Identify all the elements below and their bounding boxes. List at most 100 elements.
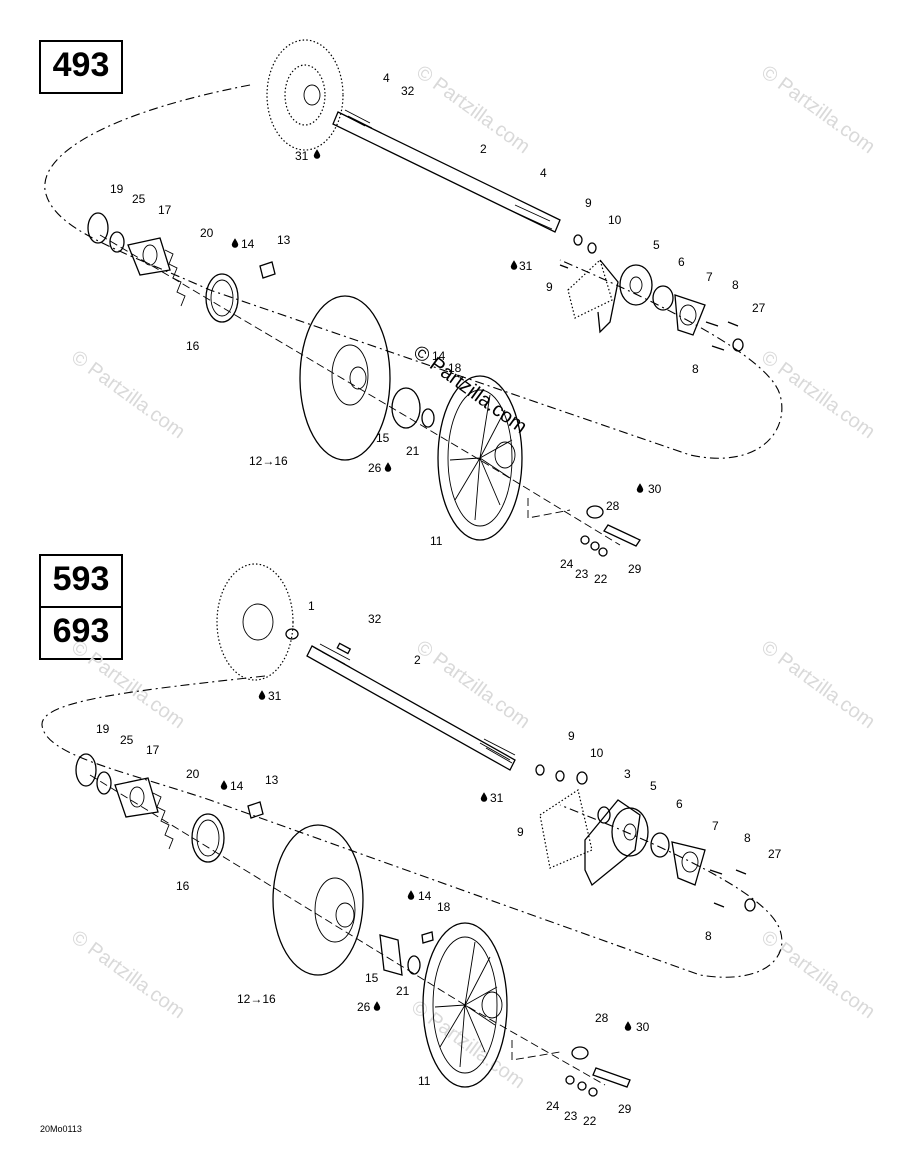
part-label: 18 bbox=[437, 900, 451, 914]
centerline bbox=[89, 774, 606, 1086]
part-label: 14 bbox=[230, 779, 244, 793]
part-label: 14 bbox=[418, 889, 432, 903]
drive-shaft bbox=[306, 642, 516, 771]
part-label: 5 bbox=[653, 238, 660, 252]
part-label: 22 bbox=[583, 1114, 597, 1128]
part-label: 20 bbox=[200, 226, 214, 240]
part-label: 12→16 bbox=[249, 454, 288, 468]
gear-disc bbox=[216, 563, 299, 681]
sheave-fixed bbox=[272, 824, 364, 976]
part-label: 28 bbox=[595, 1011, 609, 1025]
part-label: 20 bbox=[186, 767, 200, 781]
part-labels-top: 4 32 31 2 4 9 10 31 5 6 7 9 8 27 8 19 25… bbox=[110, 71, 766, 586]
part-label: 23 bbox=[575, 567, 589, 581]
sheave-fixed bbox=[299, 295, 391, 461]
part-labels-bottom: 1 32 2 31 9 10 31 3 5 6 7 9 8 27 8 19 25… bbox=[96, 599, 782, 1128]
part-label: 15 bbox=[376, 431, 390, 445]
part-label: 16 bbox=[186, 339, 200, 353]
part-label: 21 bbox=[406, 444, 420, 458]
part-label: 18 bbox=[448, 361, 462, 375]
part-label: 4 bbox=[540, 166, 547, 180]
part-label: 25 bbox=[132, 192, 146, 206]
part-label: 9 bbox=[517, 825, 524, 839]
centerline bbox=[511, 1040, 561, 1061]
bracket-assembly bbox=[535, 764, 756, 912]
part-label: 7 bbox=[712, 819, 719, 833]
part-label: 10 bbox=[590, 746, 604, 760]
part-label: 16 bbox=[176, 879, 190, 893]
part-label: 26 bbox=[357, 1000, 371, 1014]
part-label: 8 bbox=[692, 362, 699, 376]
part-label: 31 bbox=[295, 149, 309, 163]
watermark-text: © Partzilla.com bbox=[67, 926, 189, 1023]
part-label: 5 bbox=[650, 779, 657, 793]
part-label: 29 bbox=[618, 1102, 632, 1116]
bracket-assembly bbox=[559, 234, 744, 352]
sheave-movable bbox=[379, 922, 508, 1088]
part-label: 1 bbox=[308, 599, 315, 613]
part-label: 11 bbox=[418, 1074, 431, 1088]
assembly-593-693: 1 32 2 31 9 10 31 3 5 6 7 9 8 27 8 19 25… bbox=[41, 563, 783, 1128]
watermark-text: © Partzilla.com bbox=[67, 636, 189, 733]
part-label: 8 bbox=[732, 278, 739, 292]
part-label: 3 bbox=[624, 767, 631, 781]
part-label: 31 bbox=[268, 689, 282, 703]
part-label: 9 bbox=[546, 280, 553, 294]
part-label: 10 bbox=[608, 213, 622, 227]
part-label: 25 bbox=[120, 733, 134, 747]
part-label: 12→16 bbox=[237, 992, 276, 1006]
watermarks: © Partzilla.com © Partzilla.com © Partzi… bbox=[67, 61, 879, 1093]
sheave-movable bbox=[391, 375, 523, 541]
part-label: 11 bbox=[430, 534, 443, 548]
part-label: 14 bbox=[241, 237, 255, 251]
drive-shaft bbox=[332, 109, 561, 233]
part-label: 29 bbox=[628, 562, 642, 576]
watermark-text: © Partzilla.com bbox=[757, 636, 879, 733]
part-label: 28 bbox=[606, 499, 620, 513]
part-label: 13 bbox=[265, 773, 279, 787]
watermark-text-dark: © Partzilla.com bbox=[409, 341, 531, 438]
part-label: 31 bbox=[490, 791, 504, 805]
part-label: 13 bbox=[277, 233, 291, 247]
part-label: 22 bbox=[594, 572, 608, 586]
part-label: 27 bbox=[768, 847, 782, 861]
part-label: 7 bbox=[706, 270, 713, 284]
watermark-text: © Partzilla.com bbox=[67, 346, 189, 443]
watermark-text: © Partzilla.com bbox=[412, 61, 534, 158]
part-label: 6 bbox=[676, 797, 683, 811]
part-label: 32 bbox=[401, 84, 415, 98]
part-label: 23 bbox=[564, 1109, 578, 1123]
model-box-493: 493 bbox=[39, 40, 123, 94]
part-label: 24 bbox=[546, 1099, 560, 1113]
part-label: 17 bbox=[146, 743, 160, 757]
part-label: 9 bbox=[568, 729, 575, 743]
part-label: 19 bbox=[110, 182, 124, 196]
belt-outline bbox=[44, 84, 783, 459]
diagram-code: 20Mo0113 bbox=[40, 1124, 82, 1134]
model-box-693: 693 bbox=[39, 606, 123, 660]
part-label: 21 bbox=[396, 984, 410, 998]
part-label: 26 bbox=[368, 461, 382, 475]
cam-hardware bbox=[580, 505, 641, 557]
part-label: 30 bbox=[648, 482, 662, 496]
cam-hardware bbox=[565, 1046, 631, 1097]
part-label: 31 bbox=[519, 259, 533, 273]
assembly-493: 4 32 31 2 4 9 10 31 5 6 7 9 8 27 8 19 25… bbox=[44, 39, 783, 586]
part-label: 2 bbox=[480, 142, 487, 156]
part-label: 19 bbox=[96, 722, 110, 736]
part-label: 32 bbox=[368, 612, 382, 626]
belt-outline bbox=[41, 675, 783, 978]
driven-pulley-hardware bbox=[87, 212, 276, 323]
centerline bbox=[527, 498, 571, 519]
part-label: 9 bbox=[585, 196, 592, 210]
watermark-text: © Partzilla.com bbox=[412, 636, 534, 733]
part-label: 8 bbox=[744, 831, 751, 845]
part-label: 17 bbox=[158, 203, 172, 217]
part-label: 15 bbox=[365, 971, 379, 985]
watermark-text: © Partzilla.com bbox=[757, 61, 879, 158]
part-label: 4 bbox=[383, 71, 390, 85]
driven-pulley-hardware bbox=[75, 753, 264, 863]
part-label: 8 bbox=[705, 929, 712, 943]
